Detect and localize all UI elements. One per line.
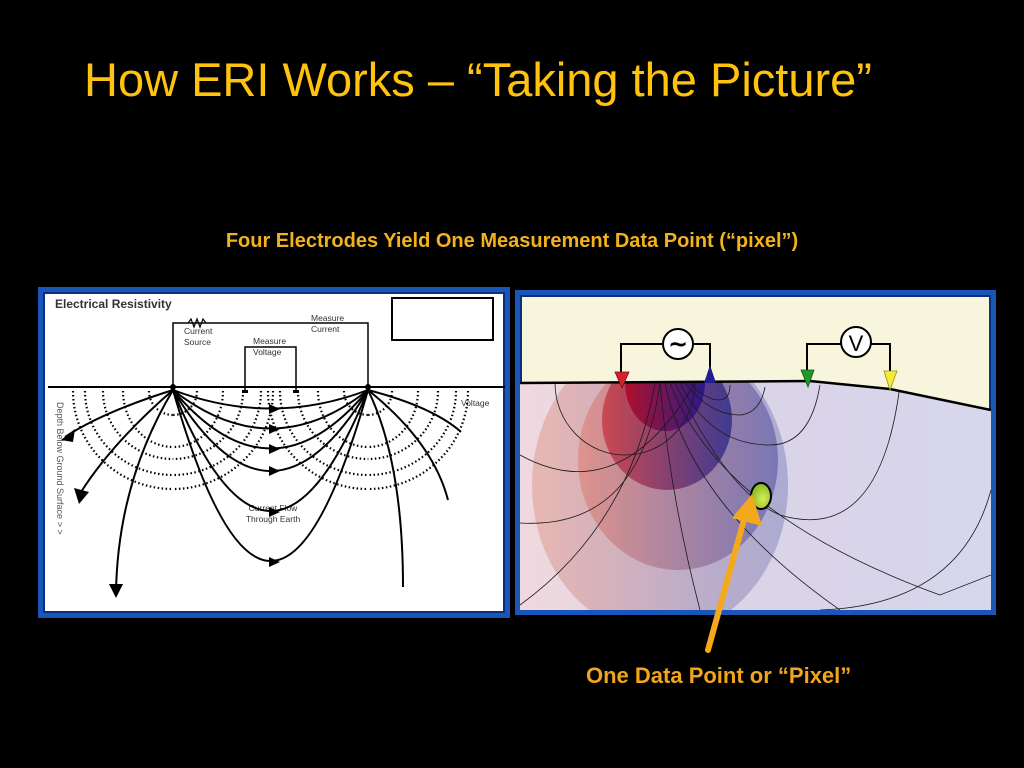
diagram-heading: Electrical Resistivity bbox=[55, 297, 172, 311]
current-flow-lines bbox=[64, 389, 462, 593]
data-point-pixel bbox=[750, 482, 772, 510]
ac-source-icon bbox=[662, 328, 694, 360]
voltmeter-circuit bbox=[806, 343, 891, 373]
current-source-symbol bbox=[187, 317, 207, 329]
sensitivity-zones bbox=[532, 381, 788, 610]
current-electrode-a bbox=[614, 371, 630, 389]
electrical-resistivity-diagram: Electrical Resistivity Current Source Me… bbox=[38, 287, 510, 618]
current-source-label-1: Current bbox=[184, 326, 213, 336]
measure-voltage-label-2: Voltage bbox=[253, 347, 282, 357]
data-point-caption: One Data Point or “Pixel” bbox=[586, 663, 852, 688]
voltmeter-icon bbox=[840, 326, 872, 358]
current-flow-label-1: Current Flow bbox=[249, 503, 299, 513]
current-source-circuit bbox=[620, 343, 711, 373]
legend-box bbox=[391, 297, 494, 341]
circuit-wires bbox=[172, 322, 369, 393]
depth-axis-label: Depth Below Ground Surface > > bbox=[55, 402, 65, 535]
current-source-label-2: Source bbox=[184, 337, 211, 347]
potential-electrode-m bbox=[800, 369, 815, 389]
current-electrode-b bbox=[704, 365, 716, 383]
measure-current-label-1: Measure bbox=[311, 313, 344, 323]
measure-voltage-label-1: Measure bbox=[253, 336, 286, 346]
flow-arrowheads bbox=[61, 404, 280, 598]
slide-title: How ERI Works – “Taking the Picture” bbox=[84, 53, 872, 106]
field-lines bbox=[520, 382, 991, 610]
current-flow-label-2: Through Earth bbox=[246, 514, 301, 524]
four-electrode-diagram: ~ V bbox=[515, 290, 996, 615]
electrodes bbox=[170, 384, 371, 393]
voltmeter-symbol: V bbox=[849, 331, 864, 356]
potential-electrode-n bbox=[883, 370, 898, 392]
ground-surface-line bbox=[520, 379, 991, 412]
voltage-label: Voltage bbox=[461, 398, 490, 408]
measure-current-label-2: Current bbox=[311, 324, 340, 334]
slide-subtitle: Four Electrodes Yield One Measurement Da… bbox=[225, 230, 799, 252]
ac-source-symbol: ~ bbox=[668, 330, 688, 358]
